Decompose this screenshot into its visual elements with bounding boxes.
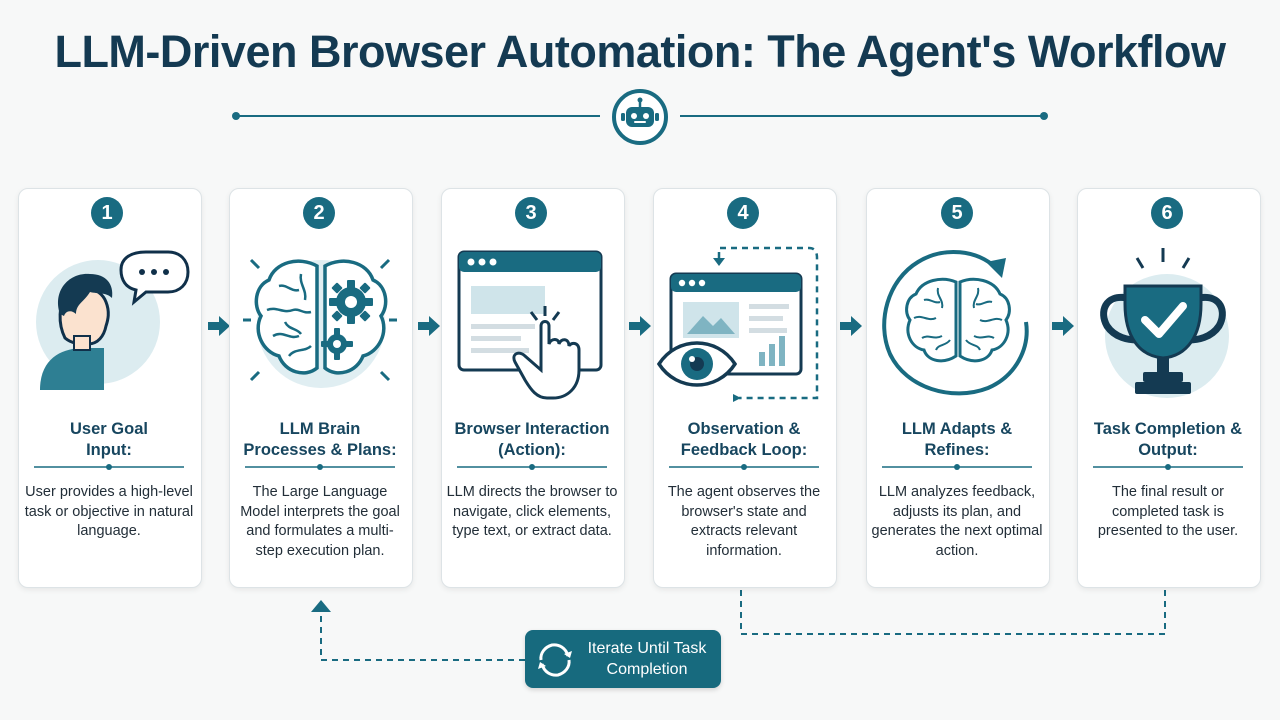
step-number-badge: 4 <box>727 197 759 229</box>
step-divider <box>669 464 819 470</box>
arrow-right-icon <box>1052 316 1074 336</box>
step-title: Observation & Feedback Loop: <box>680 420 808 459</box>
title-divider <box>232 89 1048 145</box>
step-number-badge: 6 <box>1151 197 1183 229</box>
step-title: LLM Adapts & Refines: <box>901 420 1013 459</box>
step-card-4 <box>653 188 837 588</box>
step-number-badge: 2 <box>303 197 335 229</box>
step-description: The final result or completed task is pr… <box>1097 484 1239 539</box>
brain-cycle-icon <box>882 250 1029 396</box>
iterate-loop-label: Iterate Until Task Completion <box>587 640 707 678</box>
step-divider <box>882 464 1032 470</box>
step-title: LLM Brain Processes & Plans: <box>243 420 397 459</box>
brain-gears-icon <box>243 258 397 388</box>
step-description: The Large Language Model interprets the … <box>240 484 400 559</box>
step-description: User provides a high-level task or objec… <box>24 484 194 539</box>
step-description: The agent observes the browser's state a… <box>667 484 821 559</box>
robot-icon <box>612 89 668 145</box>
step-divider <box>457 464 607 470</box>
step-divider <box>1093 464 1243 470</box>
step-title: Task Completion & Output: <box>1093 420 1243 459</box>
arrow-right-icon <box>840 316 862 336</box>
eye-browser-icon <box>656 246 819 402</box>
arrow-right-icon <box>418 316 440 336</box>
step-number-badge: 3 <box>515 197 547 229</box>
trophy-check-icon <box>1100 248 1229 398</box>
step-description: LLM analyzes feedback, adjusts its plan,… <box>871 484 1043 559</box>
refresh-cycle-icon <box>538 643 572 677</box>
step-number-badge: 1 <box>91 197 123 229</box>
user-speech-icon <box>36 250 190 390</box>
step-divider <box>245 464 395 470</box>
step-divider <box>34 464 184 470</box>
page-title: LLM-Driven Browser Automation: The Agent… <box>54 26 1226 77</box>
step-title: Browser Interaction (Action): <box>454 420 610 459</box>
browser-click-icon <box>457 250 603 400</box>
arrow-right-icon <box>629 316 651 336</box>
iterate-loop-badge: Iterate Until Task Completion <box>525 630 721 688</box>
step-title: User Goal Input: <box>70 420 148 459</box>
arrow-right-icon <box>208 316 230 336</box>
step-number-badge: 5 <box>941 197 973 229</box>
step-card-5 <box>866 188 1050 588</box>
step-description: LLM directs the browser to navigate, cli… <box>446 484 618 539</box>
